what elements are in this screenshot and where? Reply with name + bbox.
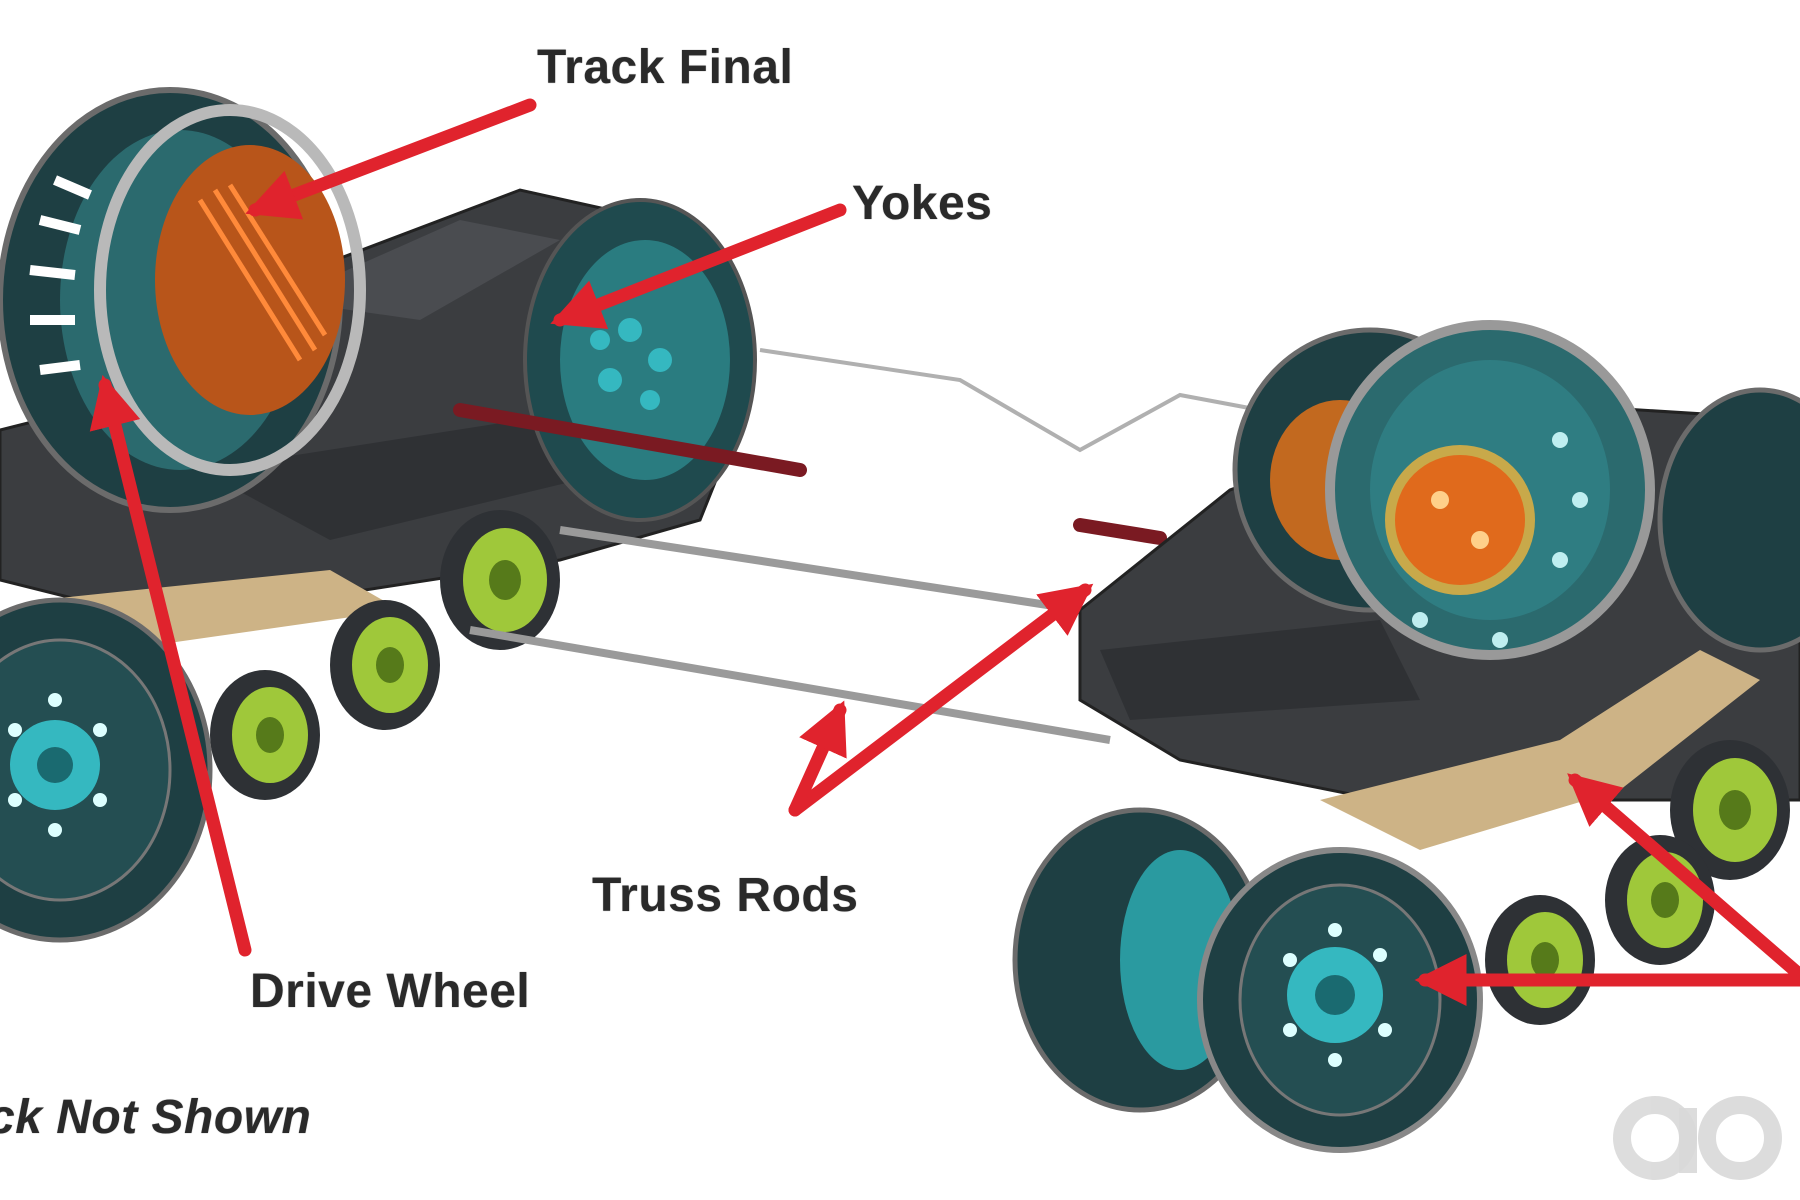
left-ring: [94, 104, 366, 476]
label-track-not-shown: ck Not Shown: [0, 1091, 312, 1144]
label-drive-wheel: Drive Wheel: [250, 965, 531, 1018]
right-road-wheels: [1485, 740, 1790, 1025]
right-frame: [1320, 650, 1760, 850]
ao-logo-icon: [1613, 1096, 1782, 1180]
left-bogie: [0, 87, 757, 943]
truss-rods: [469, 526, 1111, 744]
dark-red-bars: [453, 403, 1167, 545]
arrow-truss-rod-upper: [788, 583, 1094, 817]
arrow-yokes: [550, 203, 847, 329]
left-road-wheels: [210, 510, 560, 800]
arrow-drive-wheel: [89, 374, 252, 957]
right-rotor: [1385, 445, 1535, 595]
label-track-final: Track Final: [537, 41, 794, 94]
cable: [759, 348, 1261, 453]
arrow-truss-rod-lower: [788, 700, 847, 817]
callout-arrows: [89, 98, 1800, 1006]
label-yokes: Yokes: [852, 177, 993, 230]
arrow-track-final: [245, 98, 537, 220]
right-bogie: [1012, 320, 1800, 1153]
arrow-right-frame: [1567, 773, 1800, 982]
label-truss-rods: Truss Rods: [592, 869, 859, 922]
